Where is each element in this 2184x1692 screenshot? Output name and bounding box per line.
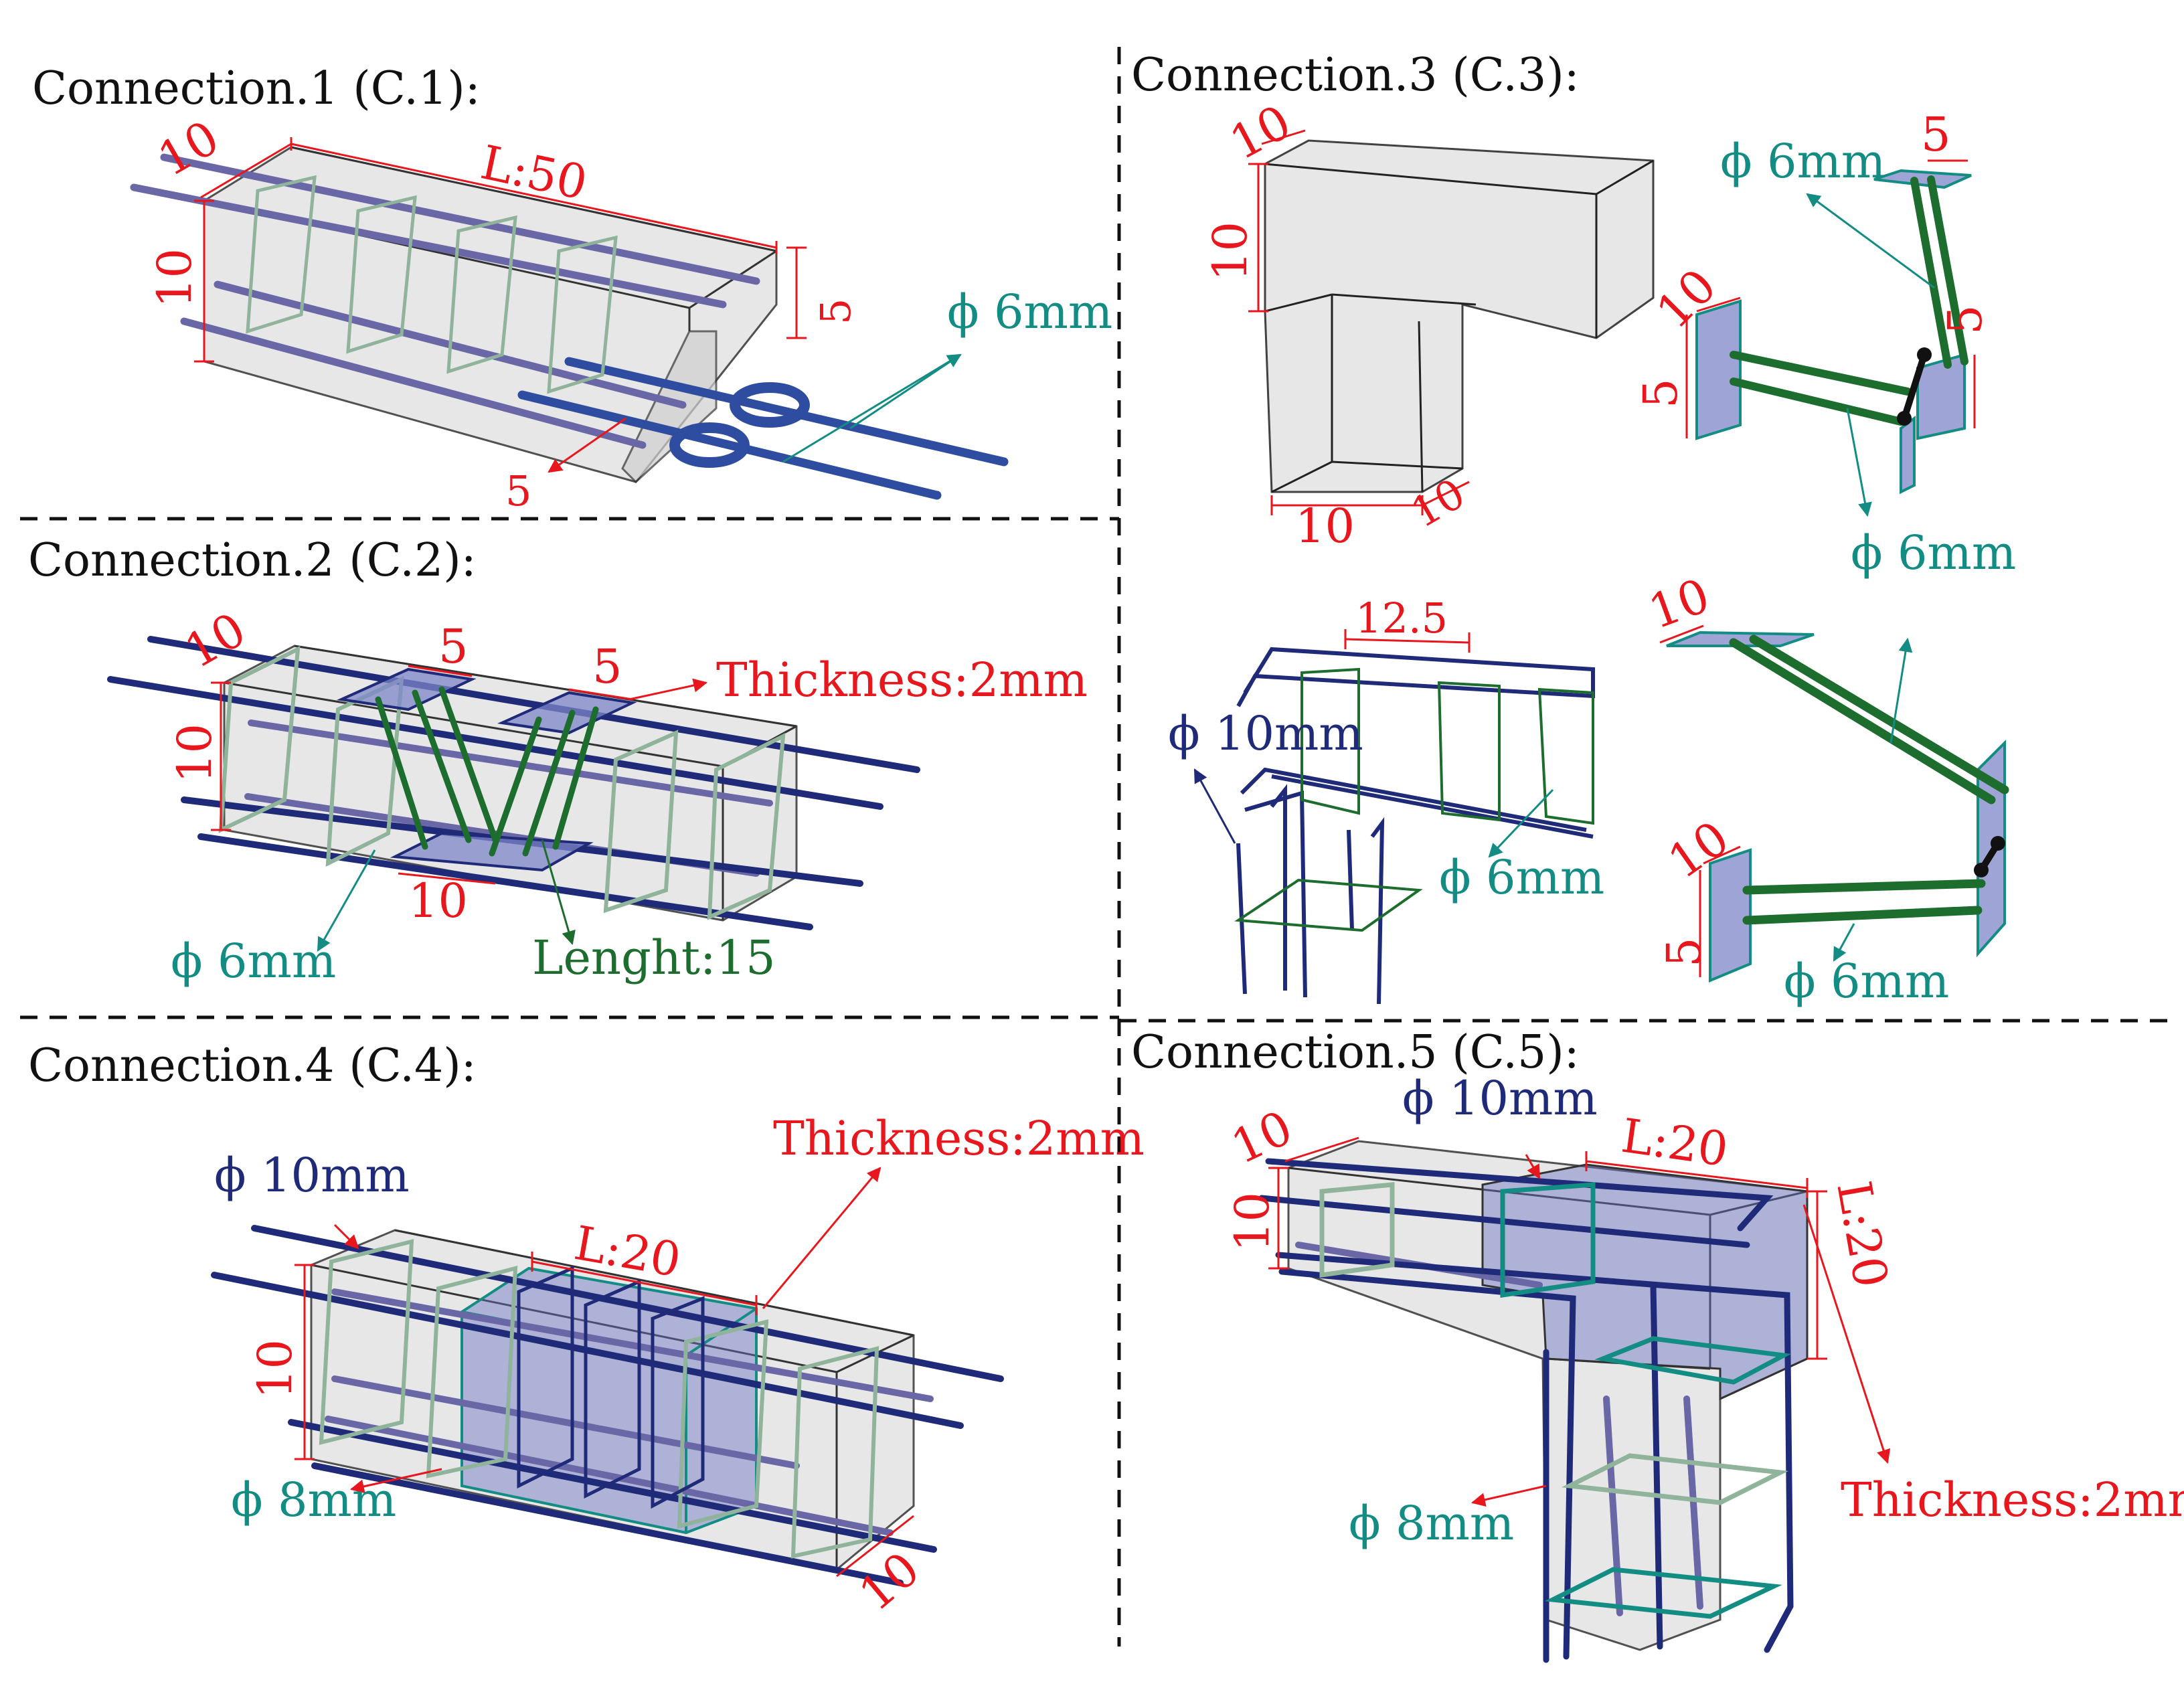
c1-splice-bars <box>517 357 1009 500</box>
c4-stirrups <box>319 1239 879 1559</box>
c1-stirrups <box>246 175 618 394</box>
c2-bar-label: ϕ 6mm <box>171 934 336 989</box>
c3-plate-b-top-label: 10 <box>1642 568 1717 640</box>
c3-plate-b-left-h-label: 5 <box>1657 937 1711 967</box>
c1-bar-label: ϕ 6mm <box>947 284 1112 339</box>
c2-dimensions <box>211 665 708 885</box>
c4-height-label: 10 <box>248 1339 303 1399</box>
c2-plate-bottom-label: 10 <box>408 873 468 928</box>
c3-cage-dims <box>1344 629 1471 653</box>
c1-dimensions <box>194 137 807 473</box>
connection-2: Connection.2 (C.2): <box>28 534 1088 989</box>
c3-main-bar-label: ϕ 10mm <box>1168 706 1363 761</box>
c4-steel-sleeve <box>460 1266 758 1535</box>
c3-base-width-label: 10 <box>1295 499 1355 554</box>
c4-sleeve-stirrups <box>517 1266 705 1509</box>
connection-5: Connection.5 (C.5): <box>1131 1026 2184 1663</box>
c5-height-label: 10 <box>1225 1192 1280 1252</box>
c2-height-label: 10 <box>167 724 222 783</box>
caption-c4: Connection.4 (C.4): <box>28 1039 477 1092</box>
caption-c5: Connection.5 (C.5): <box>1131 1026 1580 1079</box>
c3-plate-assembly-b <box>1659 624 2009 983</box>
c2-callouts <box>317 839 576 952</box>
c3-plate-a-right-label: 5 <box>1938 305 1993 335</box>
c4-main-bar-label: ϕ 10mm <box>214 1148 410 1203</box>
c5-main-bars <box>1258 1158 1794 1663</box>
caption-c2: Connection.2 (C.2): <box>28 534 477 587</box>
connection-1: Connection.1 (C.1): <box>32 62 1112 515</box>
c3-bar-b-label: ϕ 6mm <box>1784 954 1949 1009</box>
c1-couplers <box>669 382 810 468</box>
caption-c1: Connection.1 (C.1): <box>32 62 481 115</box>
c1-offset-top-label: 5 <box>811 299 860 325</box>
c2-plate-top-1-label: 5 <box>438 619 469 674</box>
c3-concrete-l <box>1264 139 1655 493</box>
c5-dimensions <box>1268 1136 1891 1507</box>
c3-spacing-label: 12.5 <box>1355 594 1448 643</box>
c1-bar-callout <box>782 353 962 463</box>
c5-thickness-label: Thickness:2mm <box>1841 1472 2184 1527</box>
c3-plate-a-left-h-label: 5 <box>1633 378 1688 408</box>
caption-c3: Connection.3 (C.3): <box>1131 49 1580 102</box>
c2-thickness-label: Thickness:2mm <box>716 653 1088 707</box>
c3-bar-top-label: ϕ 6mm <box>1720 134 1885 189</box>
c3-bar-bottom-label: ϕ 6mm <box>1851 525 2016 580</box>
c2-plate-top-2-label: 5 <box>592 639 622 694</box>
c5-main-bar-label: ϕ 10mm <box>1402 1071 1598 1126</box>
c1-width-label: 10 <box>149 110 228 187</box>
c1-height-label: 10 <box>147 248 202 308</box>
c3-stirrup-bar-label: ϕ 6mm <box>1439 850 1604 905</box>
c3-cage <box>1234 647 1595 1005</box>
c5-stirrup-bar-label: ϕ 8mm <box>1349 1496 1514 1551</box>
connection-4: Connection.4 (C.4): <box>28 1039 1145 1622</box>
c1-offset-bottom-label: 5 <box>505 467 531 515</box>
c3-plate-a-top-label: 5 <box>1921 107 1951 162</box>
c5-stirrups <box>1319 1182 1792 1619</box>
c2-length-label: Lenght:15 <box>532 930 776 985</box>
c4-end-label: 10 <box>849 1541 930 1622</box>
c3-plate-assembly-a <box>1685 159 1976 517</box>
c4-dimensions <box>295 1167 914 1578</box>
c5-length-v-label: L:20 <box>1826 1177 1898 1292</box>
connection-3: Connection.3 (C.3): 10 10 10 10 <box>1131 49 2016 1009</box>
c3-top-height-label: 10 <box>1203 222 1258 281</box>
c4-stirrup-bar-label: ϕ 8mm <box>231 1472 396 1527</box>
c3-dimensions-l <box>1248 129 1470 515</box>
panel-dividers <box>20 47 2169 1646</box>
c2-width-label: 10 <box>176 602 255 679</box>
c4-thickness-label: Thickness:2mm <box>773 1111 1145 1166</box>
c2-diagonal-bars <box>375 686 599 857</box>
c3-cage-callouts <box>1193 768 1554 858</box>
